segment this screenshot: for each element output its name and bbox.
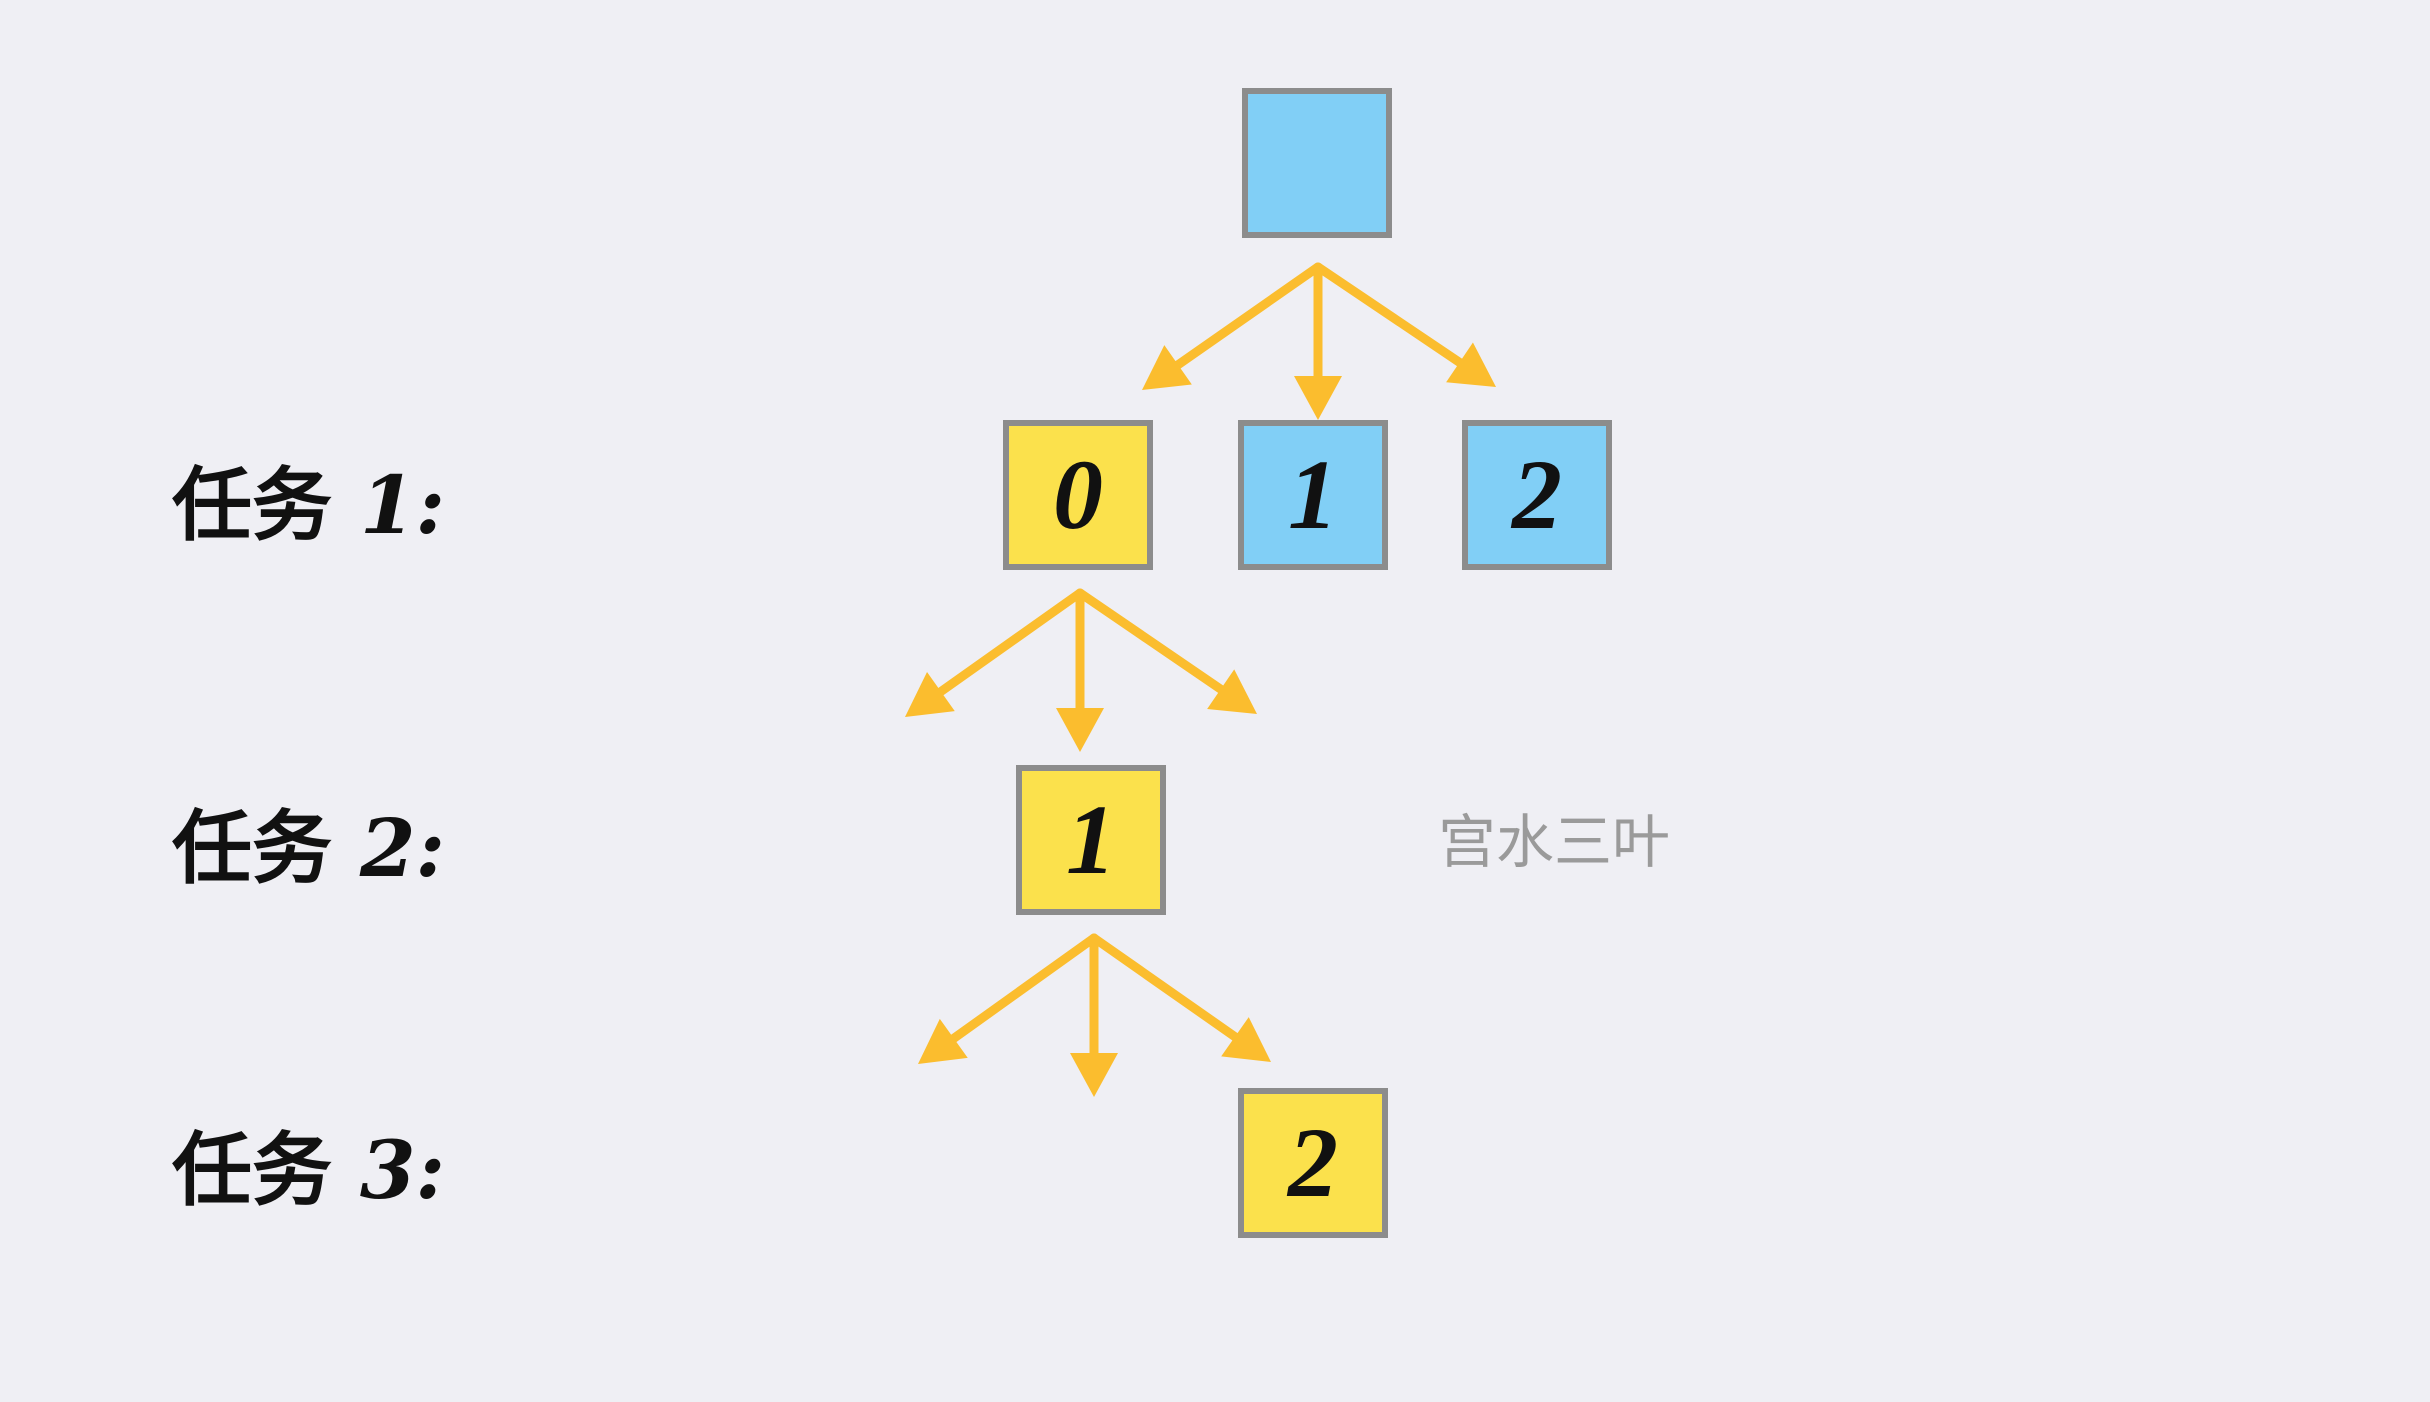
arrow-head: [1294, 376, 1342, 420]
node-label: 2: [1288, 1107, 1338, 1218]
task3-choice-2-node: 2: [1238, 1088, 1388, 1238]
root-node: [1242, 88, 1392, 238]
arrow-head: [1056, 708, 1104, 752]
task-prefix: 任务: [172, 1123, 360, 1217]
task-label-3: 任务 3:: [172, 1130, 445, 1210]
node-label: 1: [1066, 784, 1116, 895]
task-prefix: 任务: [172, 801, 360, 895]
arrow-head: [1221, 1017, 1271, 1062]
arrow-head: [1207, 669, 1257, 714]
arrow-1-to-left: [918, 933, 1099, 1064]
arrow-shaft: [933, 588, 1085, 699]
task1-choice-1-node: 1: [1238, 420, 1388, 570]
arrow-shaft: [1075, 588, 1229, 696]
node-label: 1: [1288, 439, 1338, 550]
watermark-text: 宫水三叶: [1438, 808, 1671, 876]
arrow-head: [1446, 342, 1496, 387]
arrow-head: [918, 1018, 968, 1064]
task-prefix: 任务: [172, 458, 360, 552]
arrow-root-to-center: [1294, 262, 1342, 420]
arrow-head: [1142, 345, 1192, 390]
arrow-root-to-right: [1313, 262, 1496, 387]
arrow-0-to-left: [905, 588, 1085, 717]
arrow-0-to-right: [1075, 588, 1257, 714]
task-number: 2:: [359, 801, 446, 895]
arrow-0-to-center: [1056, 588, 1104, 752]
arrow-1-to-right: [1089, 933, 1271, 1062]
arrow-root-to-left: [1142, 262, 1323, 390]
task-number: 1:: [359, 458, 446, 552]
arrow-shaft: [1170, 262, 1323, 372]
node-label: 0: [1053, 439, 1103, 550]
node-label: 2: [1512, 439, 1562, 550]
task1-choice-2-node: 2: [1462, 420, 1612, 570]
arrow-head: [905, 671, 955, 717]
arrow-head: [1070, 1053, 1118, 1097]
task-number: 3:: [359, 1123, 446, 1217]
arrow-shaft: [1313, 262, 1468, 370]
arrow-1-to-center: [1070, 933, 1118, 1097]
task-label-1: 任务 1:: [172, 465, 445, 545]
task-label-2: 任务 2:: [172, 808, 445, 888]
arrow-shaft: [1089, 933, 1243, 1044]
arrow-shaft: [946, 933, 1099, 1046]
task2-choice-1-node: 1: [1016, 765, 1166, 915]
task1-choice-0-node: 0: [1003, 420, 1153, 570]
